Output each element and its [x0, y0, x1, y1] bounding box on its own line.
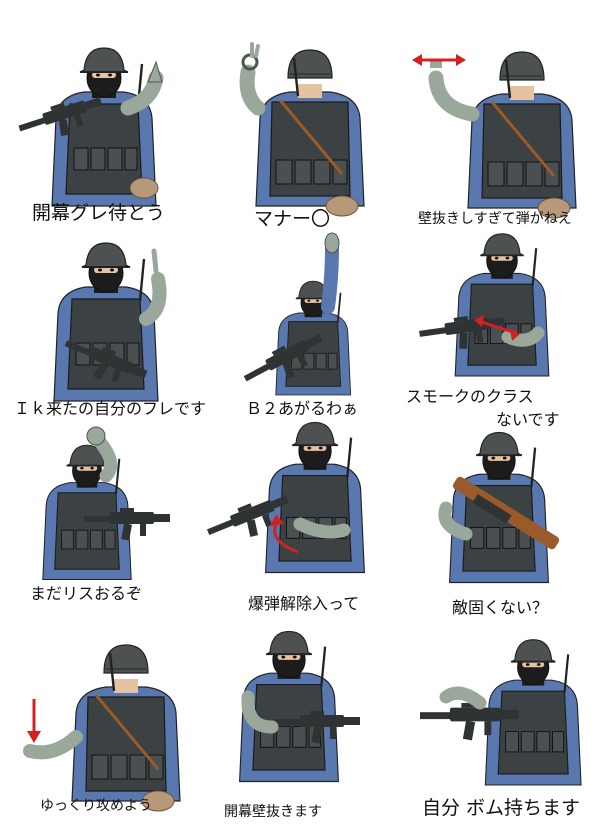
operator-illustration — [16, 46, 164, 208]
signal-caption: マナー〇 — [254, 208, 331, 230]
signal-cell: 開幕グレ待とう — [0, 0, 200, 224]
operator-illustration — [52, 241, 167, 403]
operator-illustration — [238, 630, 360, 783]
signal-caption-line2: ないです — [496, 410, 560, 429]
motion-arrow-icon — [474, 315, 520, 341]
signal-caption: まだリスおるぞ — [30, 584, 143, 603]
signal-caption: 敵固くない？ — [452, 598, 549, 617]
signal-cell: 壁抜きしすぎて弾がねえ — [400, 0, 600, 227]
operator-illustration — [239, 42, 366, 218]
rotate-arrow-icon — [270, 514, 299, 554]
signal-cell: 自分 ボム持ちます — [400, 627, 600, 836]
operator-illustration — [204, 421, 366, 574]
signal-caption: 爆弾解除入って — [248, 594, 360, 613]
down-arrow-icon — [27, 699, 41, 743]
signal-caption: スモークのクラス — [406, 387, 534, 406]
signal-cell: まだリスおるぞ — [0, 418, 200, 627]
operator-illustration — [240, 232, 352, 398]
operator-illustration — [41, 426, 170, 581]
signal-cell: マナー〇 — [200, 0, 400, 230]
signal-caption: 開幕壁抜きます — [224, 804, 322, 820]
signal-cell: 開幕壁抜きます — [200, 627, 400, 836]
signal-cell: Ｉｋ来たの自分のフレです — [0, 209, 206, 418]
operator-illustration — [438, 431, 560, 584]
signal-caption: 自分 ボム持ちます — [422, 797, 581, 819]
operator-illustration — [420, 638, 583, 787]
signal-cell: スモークのクラス ないです — [400, 209, 600, 429]
operator-illustration — [412, 50, 578, 220]
signal-caption: ゆっくり攻めよう — [40, 798, 152, 814]
signal-caption: 壁抜きしすぎて弾がねえ — [418, 211, 572, 227]
operator-illustration — [418, 232, 550, 378]
signal-cell: Ｂ２あがるわぁ — [200, 209, 400, 418]
operator-illustration — [23, 643, 182, 813]
wood-rifle — [452, 476, 560, 550]
signal-cell: 爆弾解除入って — [200, 418, 400, 627]
signal-caption: Ｂ２あがるわぁ — [246, 399, 359, 418]
signal-caption: Ｉｋ来たの自分のフレです — [14, 399, 207, 418]
motion-arrow-icon — [412, 54, 466, 66]
signal-cell: 敵固くない？ — [400, 418, 600, 627]
signal-cell: ゆっくり攻めよう — [0, 627, 200, 836]
signal-caption: 開幕グレ待とう — [32, 202, 166, 224]
